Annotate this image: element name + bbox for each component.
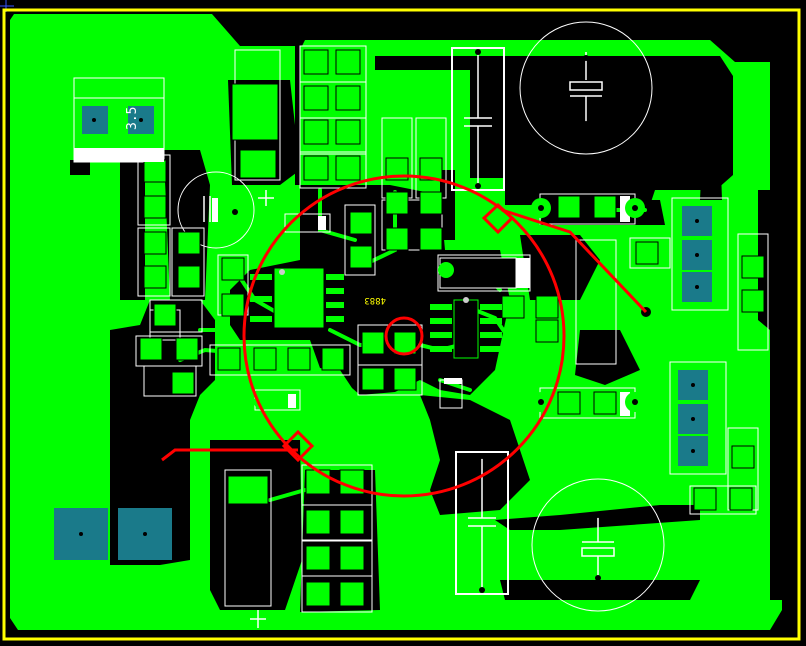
ratsnest-line-icon xyxy=(161,174,648,498)
capacitor-symbol-icon xyxy=(203,52,615,628)
ic-footprints xyxy=(250,257,530,359)
smd-pads xyxy=(139,49,765,607)
ic-u1-body xyxy=(273,267,325,329)
electrolytic-cap-bottom xyxy=(531,478,665,612)
connector-label: 3.5 xyxy=(125,107,140,130)
silk-text-group: 3.5 4883 xyxy=(125,107,386,305)
ic-label: 4883 xyxy=(364,295,386,305)
connector-outline-j3 xyxy=(669,361,727,475)
vias xyxy=(79,49,699,593)
connector-j1-bar xyxy=(74,148,164,162)
silkscreen-layer xyxy=(73,21,769,613)
capacitor-outline-c2 xyxy=(455,451,509,595)
ic-u2-body xyxy=(453,299,479,359)
electrolytic-cap-top xyxy=(519,21,653,155)
board-outline xyxy=(2,8,801,641)
connector-outline-j2 xyxy=(671,197,729,311)
capacitor-outline-c1 xyxy=(451,47,505,191)
